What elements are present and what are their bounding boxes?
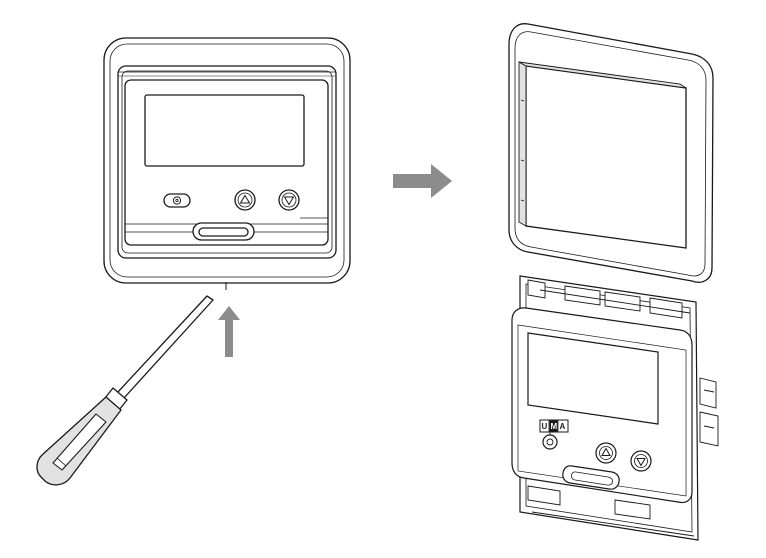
up-button [234, 189, 256, 211]
screwdriver [36, 295, 214, 486]
side-terminals [699, 377, 719, 447]
screwdriver-shaft [116, 295, 214, 399]
release-slot [192, 222, 255, 241]
triangle-up-icon [239, 194, 251, 204]
triangle-up-icon [601, 447, 611, 456]
triangle-down-icon [636, 458, 646, 467]
up-button-exposed [595, 442, 617, 464]
frame-opening [525, 65, 687, 249]
mode-button [163, 193, 191, 208]
face-plate [124, 79, 329, 246]
lcd-display [144, 94, 305, 167]
top-clips [527, 279, 691, 319]
assembled-thermostat [103, 37, 351, 290]
push-up-arrow [218, 306, 240, 357]
screwdriver-grip [52, 413, 107, 471]
inner-bezel [117, 65, 337, 259]
down-button [278, 189, 300, 211]
gear-icon [542, 432, 558, 450]
release-slot-exposed [562, 465, 620, 490]
switch-label-m: M [551, 422, 558, 431]
bottom-clips [527, 485, 695, 537]
removed-frame [508, 23, 714, 283]
down-button-exposed [630, 450, 652, 472]
lcd-display-exposed [527, 332, 659, 425]
exposed-module: U M A [511, 275, 719, 541]
outer-frame [103, 37, 351, 284]
gear-icon [172, 196, 182, 205]
triangle-down-icon [283, 196, 295, 206]
process-arrow [393, 164, 452, 198]
mode-switch: U M A [539, 419, 569, 433]
switch-label-u: U [542, 422, 548, 431]
switch-label-a: A [560, 422, 566, 431]
